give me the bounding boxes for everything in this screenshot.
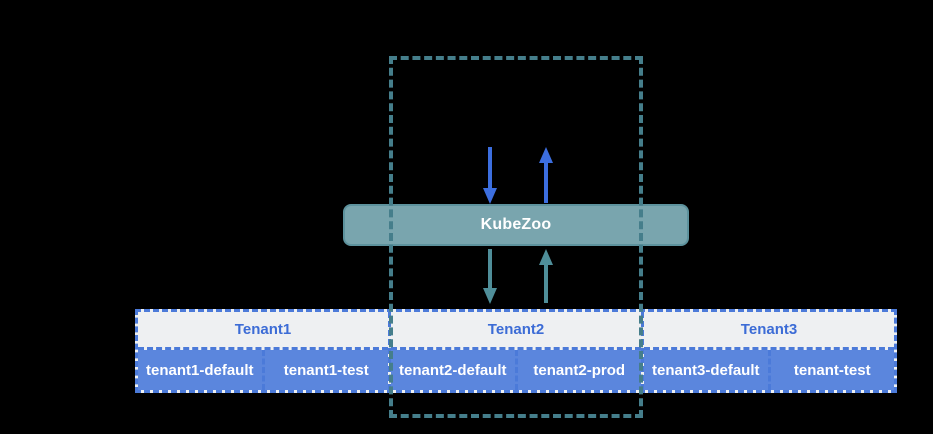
tenant-table: Tenant1 tenant1-default tenant1-test Ten… [135,309,897,393]
namespace-cell: tenant-test [793,361,871,379]
tenant2-header: Tenant2 [391,312,641,350]
tenant3-header: Tenant3 [644,312,894,350]
tenant1-header: Tenant1 [138,312,388,350]
response-up-arrow-icon [539,147,553,203]
namespace-cell: tenant1-test [283,361,369,379]
tenant3-namespace-row: tenant3-default tenant-test [644,350,894,390]
kubezoo-gateway-label: KubeZoo [480,216,552,233]
tenant-section-tenant2: Tenant2 tenant2-default tenant2-prod [391,312,644,390]
tenant1-namespace-row: tenant1-default tenant1-test [138,350,388,390]
forward-down-arrow-icon [483,249,497,304]
namespace-cell: tenant1-default [138,350,265,390]
request-down-arrow-icon [483,147,497,204]
namespace-cell: tenant2-default [391,350,518,390]
tenant-section-tenant3: Tenant3 tenant3-default tenant-test [644,312,894,390]
namespace-cell: tenant2-prod [533,361,626,379]
tenant-section-tenant1: Tenant1 tenant1-default tenant1-test [138,312,391,390]
namespace-cell: tenant3-default [644,350,771,390]
return-up-arrow-icon [539,249,553,303]
kubezoo-gateway-box: KubeZoo [343,204,689,246]
tenant2-namespace-row: tenant2-default tenant2-prod [391,350,641,390]
